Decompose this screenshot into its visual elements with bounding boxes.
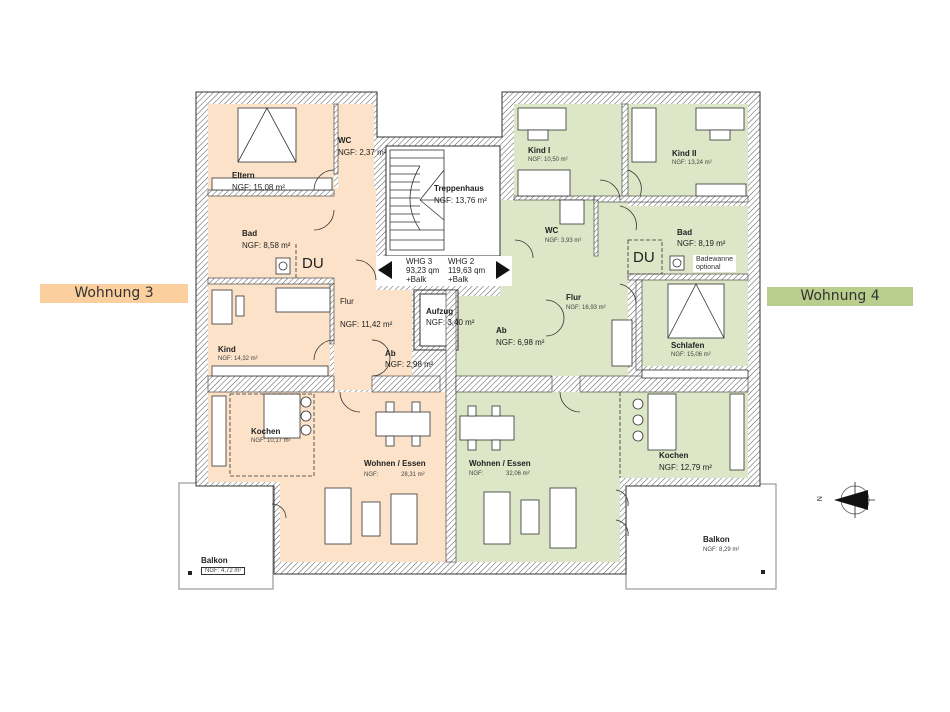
room-name-bad4: Bad xyxy=(677,228,693,237)
room-area-aufzug: NGF: 3,40 m² xyxy=(426,318,475,327)
dashed-zones xyxy=(229,239,663,478)
balkon-right-outline xyxy=(625,483,777,590)
unit-tag-wohnung-3: Wohnung 3 xyxy=(40,284,188,303)
room-name-treppenhaus: Treppenhaus xyxy=(434,184,484,193)
bathtub-note-line1: Badewanne xyxy=(696,256,733,263)
room-name-balkon4: Balkon xyxy=(703,535,730,544)
room-name-schlafen: Schlafen xyxy=(671,341,705,350)
room-name-kind1: Kind I xyxy=(528,146,551,155)
room-name-flur3: Flur xyxy=(340,297,354,306)
room-area-kind2: NGF: 13,24 m² xyxy=(672,160,712,166)
room-area-wc3: NGF: 2,37 m² xyxy=(338,148,387,157)
bathtub-optional-note: Badewanne optional xyxy=(693,255,736,273)
room-area-wohnen4: 32,06 m² xyxy=(506,471,530,477)
room-area-treppenhaus: NGF: 13,76 m² xyxy=(434,196,487,205)
room-name-wc3: WC xyxy=(338,136,352,145)
whg2-name: WHG 2 xyxy=(448,257,475,266)
room-name-kochen4: Kochen xyxy=(659,451,689,460)
room-name-wc4: WC xyxy=(545,226,559,235)
whg3-name: WHG 3 xyxy=(406,257,433,266)
room-name-flur4: Flur xyxy=(566,293,582,302)
whg2-area: 119,63 qm xyxy=(448,265,486,275)
room-area-schlafen: NGF: 15,06 m² xyxy=(671,352,711,358)
unit-tag-wohnung-4: Wohnung 4 xyxy=(767,287,913,306)
room-area-balkon4: NGF: 8,29 m² xyxy=(703,547,740,553)
room-area-ab3: NGF: 2,98 m² xyxy=(385,360,434,369)
treppenhaus-core xyxy=(376,145,512,351)
whg2-summary: WHG 2 119,63 qm +Balk xyxy=(448,257,486,284)
bathtub-note-line2: optional xyxy=(696,263,721,271)
arrow-left-icon xyxy=(378,261,392,279)
room-name-ab3: Ab xyxy=(385,349,396,358)
shower-label-du3: DU xyxy=(302,255,324,272)
room-ngf-wohnen4: NGF: xyxy=(469,471,484,477)
room-area-bad4: NGF: 8,19 m² xyxy=(677,239,726,248)
room-area-bad3: NGF: 8,58 m² xyxy=(242,241,291,250)
room-name-wohnen3: Wohnen / Essen xyxy=(364,459,426,468)
north-label: N xyxy=(815,496,823,502)
room-name-balkon3: Balkon xyxy=(201,556,228,565)
room-area-balkon3: NGF: 4,72 m² xyxy=(201,567,246,576)
room-name-kind2: Kind II xyxy=(672,149,697,158)
room-name-eltern: Eltern xyxy=(232,171,255,180)
door-swings xyxy=(271,169,642,537)
room-name-ab4: Ab xyxy=(496,326,507,335)
room-ngf-wohnen3: NGF: xyxy=(364,472,379,478)
room-name-aufzug: Aufzug xyxy=(426,307,454,316)
room-name-kochen3: Kochen xyxy=(251,427,281,436)
room-area-flur3: NGF: 11,42 m² xyxy=(340,320,393,329)
arrow-right-icon xyxy=(496,261,510,279)
room-area-kind1: NGF: 10,50 m² xyxy=(528,157,568,163)
furniture xyxy=(211,107,749,549)
room-area-eltern: NGF: 15,08 m² xyxy=(232,183,285,192)
room-area-kind3: NGF: 14,32 m² xyxy=(218,356,258,362)
room-area-flur4: NGF: 16,93 m² xyxy=(566,305,606,311)
whg3-summary: WHG 3 93,23 qm +Balk xyxy=(406,257,440,284)
whg3-extra: +Balk xyxy=(406,274,427,284)
north-arrow-icon xyxy=(834,482,875,518)
room-name-wohnen4: Wohnen / Essen xyxy=(469,459,531,468)
whg3-area: 93,23 qm xyxy=(406,265,440,275)
room-area-kochen4: NGF: 12,79 m² xyxy=(659,463,712,472)
room-name-bad3: Bad xyxy=(242,229,258,238)
room-area-wohnen3: 28,31 m² xyxy=(401,472,425,478)
room-area-ab4: NGF: 6,98 m² xyxy=(496,338,545,347)
shower-label-du4: DU xyxy=(633,249,655,266)
room-name-kind3: Kind xyxy=(218,345,236,354)
room-area-wc4: NGF: 3,93 m² xyxy=(545,238,582,244)
whg2-extra: +Balk xyxy=(448,274,469,284)
room-area-kochen3: NGF: 10,17 m² xyxy=(251,438,291,444)
